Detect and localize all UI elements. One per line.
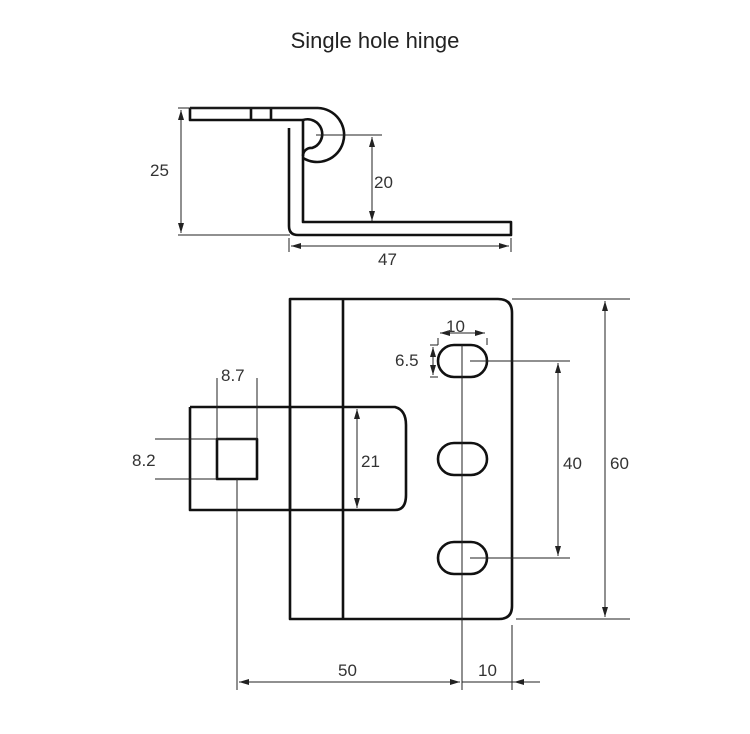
dim-side-height: 25	[150, 161, 169, 180]
hinge-plate	[288, 297, 514, 621]
square-hole	[215, 437, 259, 481]
dim-square-height: 8.2	[132, 451, 156, 470]
dim-hole-spacing: 40	[563, 454, 582, 473]
hinge-knuckle-tab	[188, 405, 408, 512]
dim-hole-to-edge: 10	[478, 661, 497, 680]
dim-pin-height: 20	[374, 173, 393, 192]
dim-slot-pitch: 10	[446, 317, 465, 336]
side-view: 25 20 47	[150, 106, 513, 269]
hinge-curl	[301, 106, 346, 164]
dim-side-width: 47	[378, 250, 397, 269]
front-view: 10 6.5 8.7 8.2 21 40 60 50 10	[132, 297, 630, 690]
dim-slot-height: 6.5	[395, 351, 419, 370]
hinge-top-leaf	[188, 106, 318, 122]
dim-square-width: 8.7	[221, 366, 245, 385]
drawing-title: Single hole hinge	[290, 28, 460, 53]
dim-plate-height: 60	[610, 454, 629, 473]
dim-pin-to-hole: 50	[338, 661, 357, 680]
hinge-bent-leaf	[287, 120, 513, 237]
dim-knuckle-height: 21	[361, 452, 380, 471]
